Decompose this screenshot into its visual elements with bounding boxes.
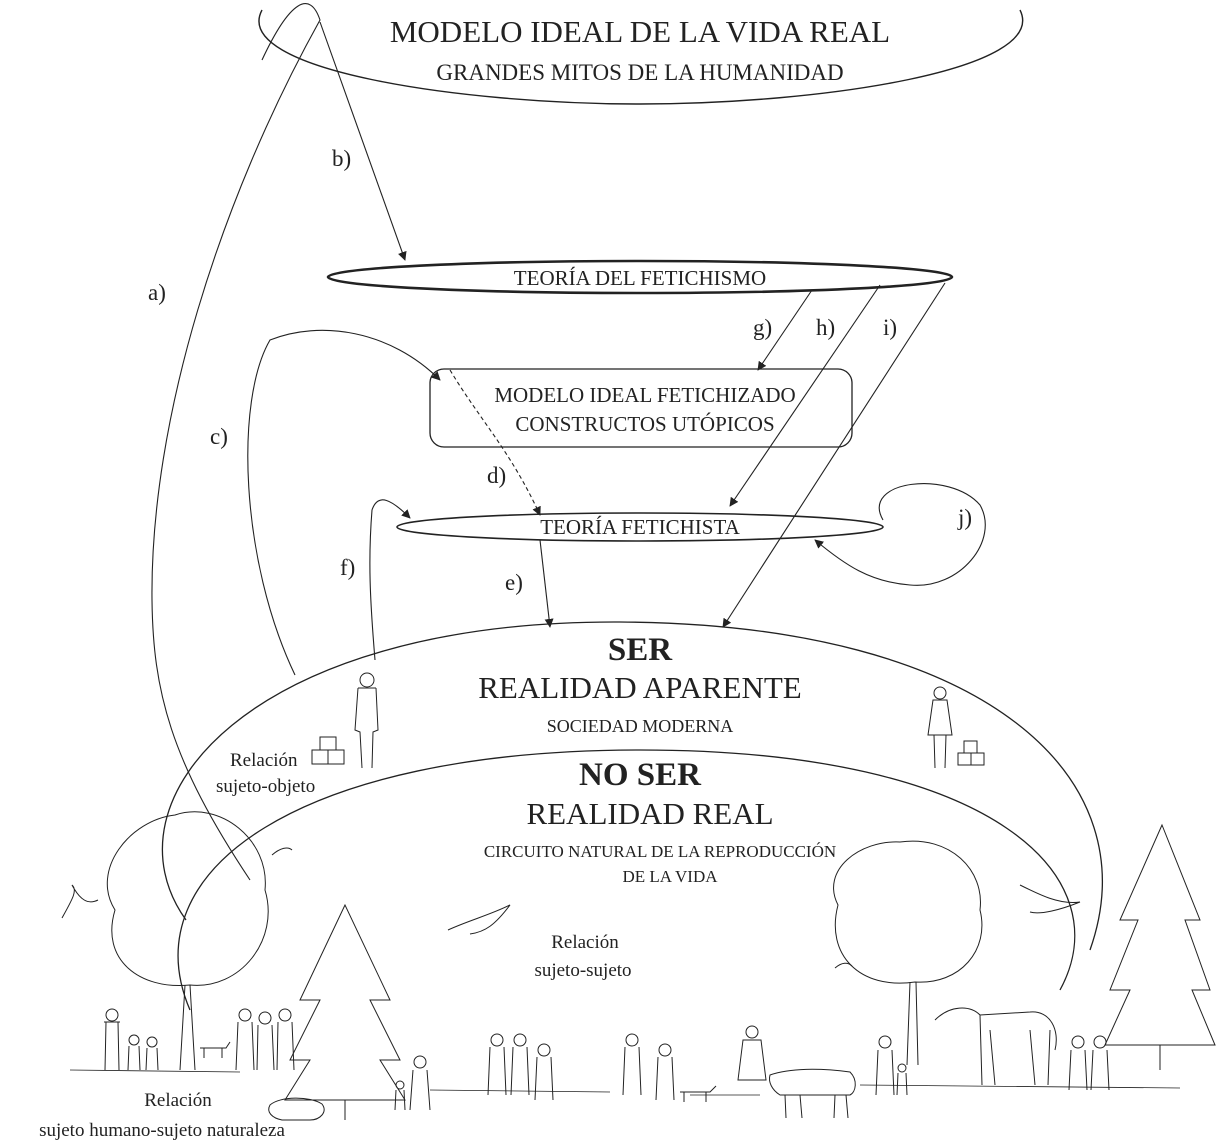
people-group-right <box>875 1035 1110 1096</box>
teoria-fetichista-ellipse <box>396 512 884 542</box>
label-e: e) <box>505 570 523 595</box>
label-b: b) <box>332 146 351 171</box>
arrow-b-path <box>319 21 407 261</box>
ser-group: SER REALIDAD APARENTE SOCIEDAD MODERNA <box>161 621 1103 951</box>
ser-title: SER <box>608 632 673 668</box>
deciduous-tree-left <box>106 811 269 1071</box>
relation-sujeto-objeto-line2: sujeto-objeto <box>216 776 315 797</box>
arrow-a-path <box>151 3 321 881</box>
top-ellipse-group: MODELO IDEAL DE LA VIDA REAL GRANDES MIT… <box>258 9 1024 105</box>
relation-sujeto-sujeto-line1: Relación <box>551 932 619 953</box>
modelo-fetichizado-box <box>429 368 853 448</box>
people-group-left <box>104 1008 295 1071</box>
ser-arc <box>161 621 1103 951</box>
arrow-g-path <box>757 289 813 371</box>
no-ser-caption-2: DE LA VIDA <box>622 867 718 886</box>
relation-sujeto-sujeto-line2: sujeto-sujeto <box>534 960 631 981</box>
arrow-j-path <box>814 483 986 586</box>
arrow-e-path <box>539 539 554 628</box>
teoria-fetichismo-node: TEORÍA DEL FETICHISMO <box>326 259 954 295</box>
boxes-icon-left <box>311 736 345 765</box>
label-j: j) <box>957 505 972 530</box>
top-ellipse <box>258 9 1024 105</box>
boxes-icon-right <box>957 740 985 766</box>
no-ser-caption-1: CIRCUITO NATURAL DE LA REPRODUCCIÓN <box>484 842 836 861</box>
ground-grass <box>69 1069 1181 1096</box>
label-a: a) <box>148 280 166 305</box>
arrow-f-path <box>369 499 411 661</box>
horse-figure <box>934 1007 1057 1086</box>
label-g: g) <box>753 315 772 340</box>
pig-figure <box>268 1097 325 1121</box>
teoria-fetichismo-ellipse <box>326 259 954 295</box>
pine-tree-right <box>1104 823 1216 1070</box>
arrow-c-path <box>247 329 441 676</box>
label-c: c) <box>210 424 228 449</box>
label-f: f) <box>340 555 355 580</box>
woman-figure <box>927 686 953 769</box>
label-h: h) <box>816 315 835 340</box>
bird-icons <box>61 847 1081 969</box>
teoria-fetichista-node: TEORÍA FETICHISTA <box>396 512 884 542</box>
top-subtitle: GRANDES MITOS DE LA HUMANIDAD <box>436 60 843 85</box>
businessman-figure <box>354 672 379 769</box>
no-ser-arc <box>177 749 1076 1011</box>
relation-naturaleza-line1: Relación <box>144 1090 212 1111</box>
top-title: MODELO IDEAL DE LA VIDA REAL <box>390 14 890 49</box>
teoria-fetichista-label: TEORÍA FETICHISTA <box>540 515 740 539</box>
cat-dog-figures <box>200 1041 717 1102</box>
cow-figure <box>769 1068 856 1119</box>
arrow-d-path <box>449 369 541 516</box>
no-ser-group: NO SER REALIDAD REAL CIRCUITO NATURAL DE… <box>177 749 1076 1011</box>
arrow-h-path <box>729 284 881 507</box>
ser-caption: SOCIEDAD MODERNA <box>547 716 734 736</box>
family-figures-center <box>394 1025 767 1111</box>
arrow-i-path <box>722 282 946 628</box>
deciduous-tree-right <box>833 840 983 1066</box>
relation-naturaleza-line2: sujeto humano-sujeto naturaleza <box>39 1120 285 1141</box>
label-d: d) <box>487 463 506 488</box>
relation-sujeto-objeto-line1: Relación <box>230 750 298 771</box>
no-ser-subtitle: REALIDAD REAL <box>526 796 773 831</box>
modelo-fetichizado-node: MODELO IDEAL FETICHIZADO CONSTRUCTOS UTÓ… <box>429 368 853 448</box>
modelo-fetichizado-title: MODELO IDEAL FETICHIZADO <box>494 383 795 407</box>
modelo-fetichizado-subtitle: CONSTRUCTOS UTÓPICOS <box>515 412 774 436</box>
ser-subtitle: REALIDAD APARENTE <box>478 670 802 705</box>
pine-tree-center <box>284 903 406 1120</box>
label-i: i) <box>883 315 897 340</box>
teoria-fetichismo-label: TEORÍA DEL FETICHISMO <box>514 266 766 290</box>
no-ser-title: NO SER <box>579 757 702 793</box>
